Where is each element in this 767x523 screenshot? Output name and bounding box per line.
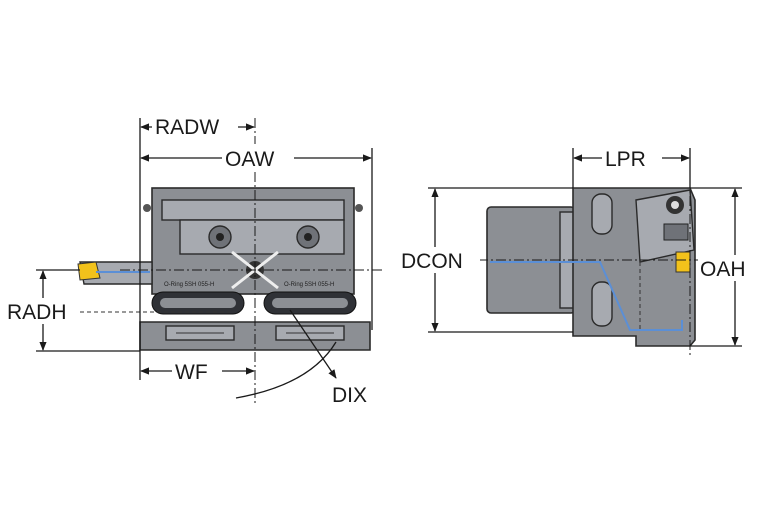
dix-leader	[289, 309, 337, 379]
radh-bg	[4, 298, 80, 324]
radw-bg	[152, 113, 238, 139]
dix-arc	[235, 341, 337, 399]
side-view	[478, 160, 745, 355]
front-view: O-Ring 5SH 055-H O-Ring 5SH 055-H	[77, 118, 385, 405]
oring-label-left: O-Ring 5SH 055-H	[164, 282, 214, 288]
slot-left-inner	[160, 298, 236, 308]
wf-label: WF	[175, 361, 208, 384]
radh-label: RADH	[7, 301, 67, 324]
front-dimensions: RADW OAW RADH WF DIX	[4, 113, 373, 407]
side-dimensions: DCON LPR OAH	[398, 144, 760, 347]
oring-label-right: O-Ring 5SH 055-H	[284, 282, 334, 288]
front-top-rail	[161, 199, 345, 221]
lpr-label: LPR	[605, 148, 646, 171]
side-slot-bottom	[591, 281, 613, 327]
oah-label: OAH	[700, 258, 746, 281]
side-slot-top	[591, 193, 613, 235]
dcon-label: DCON	[401, 250, 463, 273]
dcon-bg	[398, 247, 480, 273]
side-clamp-screw-hex	[671, 201, 679, 209]
cutting-insert-front	[77, 261, 101, 281]
dix-label: DIX	[332, 384, 367, 407]
side-screw-right	[355, 204, 363, 212]
side-screw-left	[143, 204, 151, 212]
oah-bg	[698, 255, 760, 281]
lpr-bg	[602, 144, 662, 170]
side-clamp-pad	[663, 223, 689, 241]
oaw-label: OAW	[225, 148, 275, 171]
cutting-insert-side	[675, 251, 691, 273]
radw-label: RADW	[155, 116, 219, 139]
coolant-line-side	[490, 261, 683, 331]
oaw-bg	[222, 144, 294, 170]
wf-bg	[172, 358, 222, 384]
clamp-screw-left-hex	[216, 233, 224, 241]
clamp-screw-right-hex	[304, 233, 312, 241]
slot-right-inner	[272, 298, 348, 308]
